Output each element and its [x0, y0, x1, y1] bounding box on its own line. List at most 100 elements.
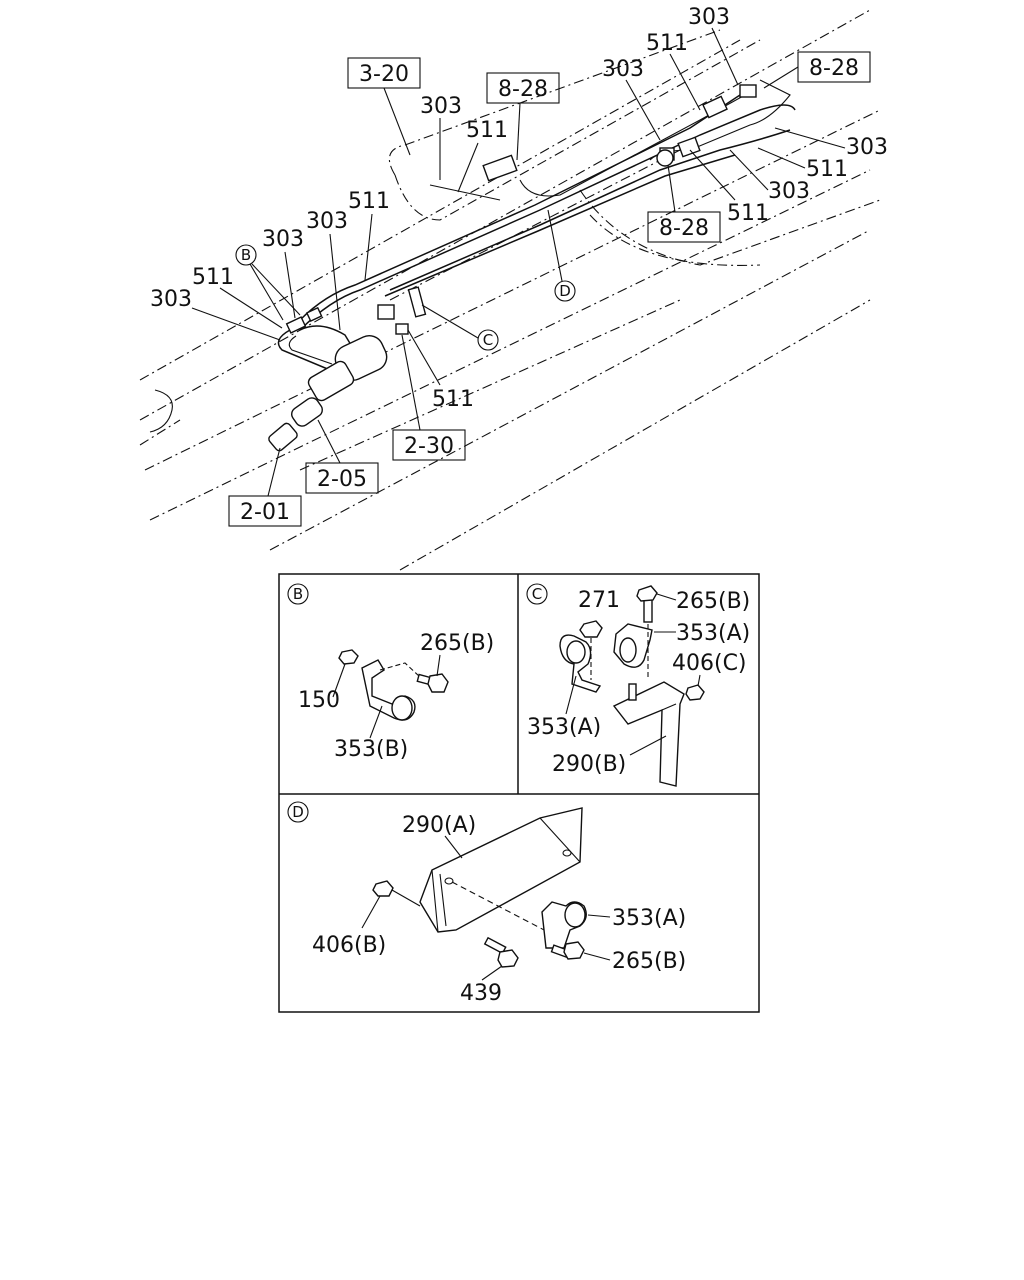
svg-text:3-20: 3-20: [359, 62, 409, 87]
svg-text:C: C: [532, 585, 542, 603]
label-303: 303: [420, 94, 462, 180]
label-303: 303: [729, 149, 810, 204]
grommet: [656, 149, 674, 167]
detail-d: D 290(A) 353(A) 406(B) 265(B) 439: [287, 801, 686, 1006]
svg-text:265(B): 265(B): [420, 631, 494, 656]
label-303: 511: [407, 329, 474, 412]
bolt-head: [563, 941, 585, 960]
plunger: [268, 422, 298, 452]
boot: [291, 397, 323, 427]
svg-text:8-28: 8-28: [498, 77, 548, 102]
svg-text:D: D: [559, 282, 571, 300]
connector: [677, 136, 701, 158]
frame-rail-outline: [579, 189, 881, 266]
clamp-loop: [564, 902, 586, 928]
svg-text:290(A): 290(A): [402, 813, 476, 838]
harness-303: [299, 104, 796, 331]
ref-box-2-30: 2-30: [392, 334, 466, 461]
cross-member: [149, 389, 173, 433]
svg-text:271: 271: [578, 588, 620, 613]
label-511: 511: [192, 265, 283, 329]
svg-text:290(B): 290(B): [552, 752, 626, 777]
svg-text:511: 511: [466, 118, 508, 143]
svg-text:D: D: [292, 803, 304, 821]
connector: [305, 306, 323, 322]
label-511: 511: [646, 31, 701, 111]
clamp-loop: [619, 637, 637, 663]
svg-text:439: 439: [460, 981, 502, 1006]
svg-text:8-28: 8-28: [809, 56, 859, 81]
frame-rail-outline: [149, 169, 871, 521]
svg-text:303: 303: [262, 227, 304, 252]
connector: [739, 84, 757, 98]
svg-text:303: 303: [846, 135, 888, 160]
nut-150: [338, 649, 359, 665]
bolt-head: [427, 673, 449, 693]
nut-271: [579, 620, 603, 638]
harness-511-lower: [384, 154, 736, 297]
bolt-head: [636, 585, 658, 602]
harness-branch: [519, 94, 746, 197]
svg-text:406(C): 406(C): [672, 651, 747, 676]
harness-branch: [429, 184, 501, 201]
label-303: 303: [688, 5, 739, 86]
svg-text:511: 511: [646, 31, 688, 56]
frame-rail-outline: [399, 299, 871, 571]
svg-text:B: B: [293, 585, 303, 603]
svg-text:353(A): 353(A): [612, 906, 686, 931]
frame-rail-outline: [299, 299, 681, 471]
frame-rail-outline: [389, 149, 681, 301]
connector: [702, 95, 728, 119]
bolt-head: [497, 949, 519, 968]
harness-303-lower: [389, 129, 791, 291]
detail-marker-c: C: [421, 304, 499, 351]
frame-rail-outline: [139, 419, 181, 446]
clamp-loop: [391, 695, 413, 721]
label-511: 511: [757, 147, 848, 182]
main-assembly-view: 3-20 8-28 8-28 8-28 2-30 2-05: [139, 5, 888, 571]
detail-c: C 271 265(B) 353(A) 406(C) 353(A) 290(B): [526, 583, 750, 787]
bolt-265b: [643, 597, 653, 623]
svg-text:303: 303: [150, 287, 192, 312]
svg-text:511: 511: [348, 189, 390, 214]
svg-text:8-28: 8-28: [659, 216, 709, 241]
label-511: 303: [262, 227, 304, 319]
bolt-439: [483, 936, 507, 955]
label-511: 511: [348, 189, 390, 281]
frame-rail-outline: [144, 109, 881, 471]
svg-text:265(B): 265(B): [676, 589, 750, 614]
svg-text:303: 303: [306, 209, 348, 234]
label-511: 511: [457, 118, 508, 193]
detail-marker-b: B: [235, 244, 301, 321]
connector: [482, 154, 518, 182]
svg-text:511: 511: [192, 265, 234, 290]
ref-box-8-28-right: 8-28: [763, 51, 871, 89]
detail-marker-d: D: [547, 209, 576, 302]
svg-text:150: 150: [298, 688, 340, 713]
bracket-290a: [419, 807, 583, 933]
tank-outline: [394, 39, 761, 221]
svg-text:353(A): 353(A): [676, 621, 750, 646]
svg-text:2-01: 2-01: [240, 500, 290, 525]
ref-box-8-28-top: 8-28: [486, 72, 560, 161]
svg-text:B: B: [241, 246, 251, 264]
harness-loop: [288, 335, 333, 365]
svg-text:2-30: 2-30: [404, 434, 454, 459]
ref-box-2-01: 2-01: [228, 447, 302, 527]
svg-text:C: C: [483, 331, 493, 349]
nut-406b: [372, 880, 394, 897]
clip: [395, 323, 409, 335]
svg-text:511: 511: [806, 157, 848, 182]
svg-text:303: 303: [688, 5, 730, 30]
ref-box-3-20: 3-20: [347, 57, 421, 156]
stud: [628, 683, 637, 701]
svg-text:303: 303: [420, 94, 462, 119]
label-303: 303: [774, 127, 888, 160]
label-303: 511: [689, 149, 769, 226]
svg-text:406(B): 406(B): [312, 933, 386, 958]
svg-text:511: 511: [432, 387, 474, 412]
detail-b: B 265(B) 150 353(B): [287, 583, 494, 762]
bracket: [407, 286, 427, 318]
frame-rail-outline: [589, 214, 761, 266]
